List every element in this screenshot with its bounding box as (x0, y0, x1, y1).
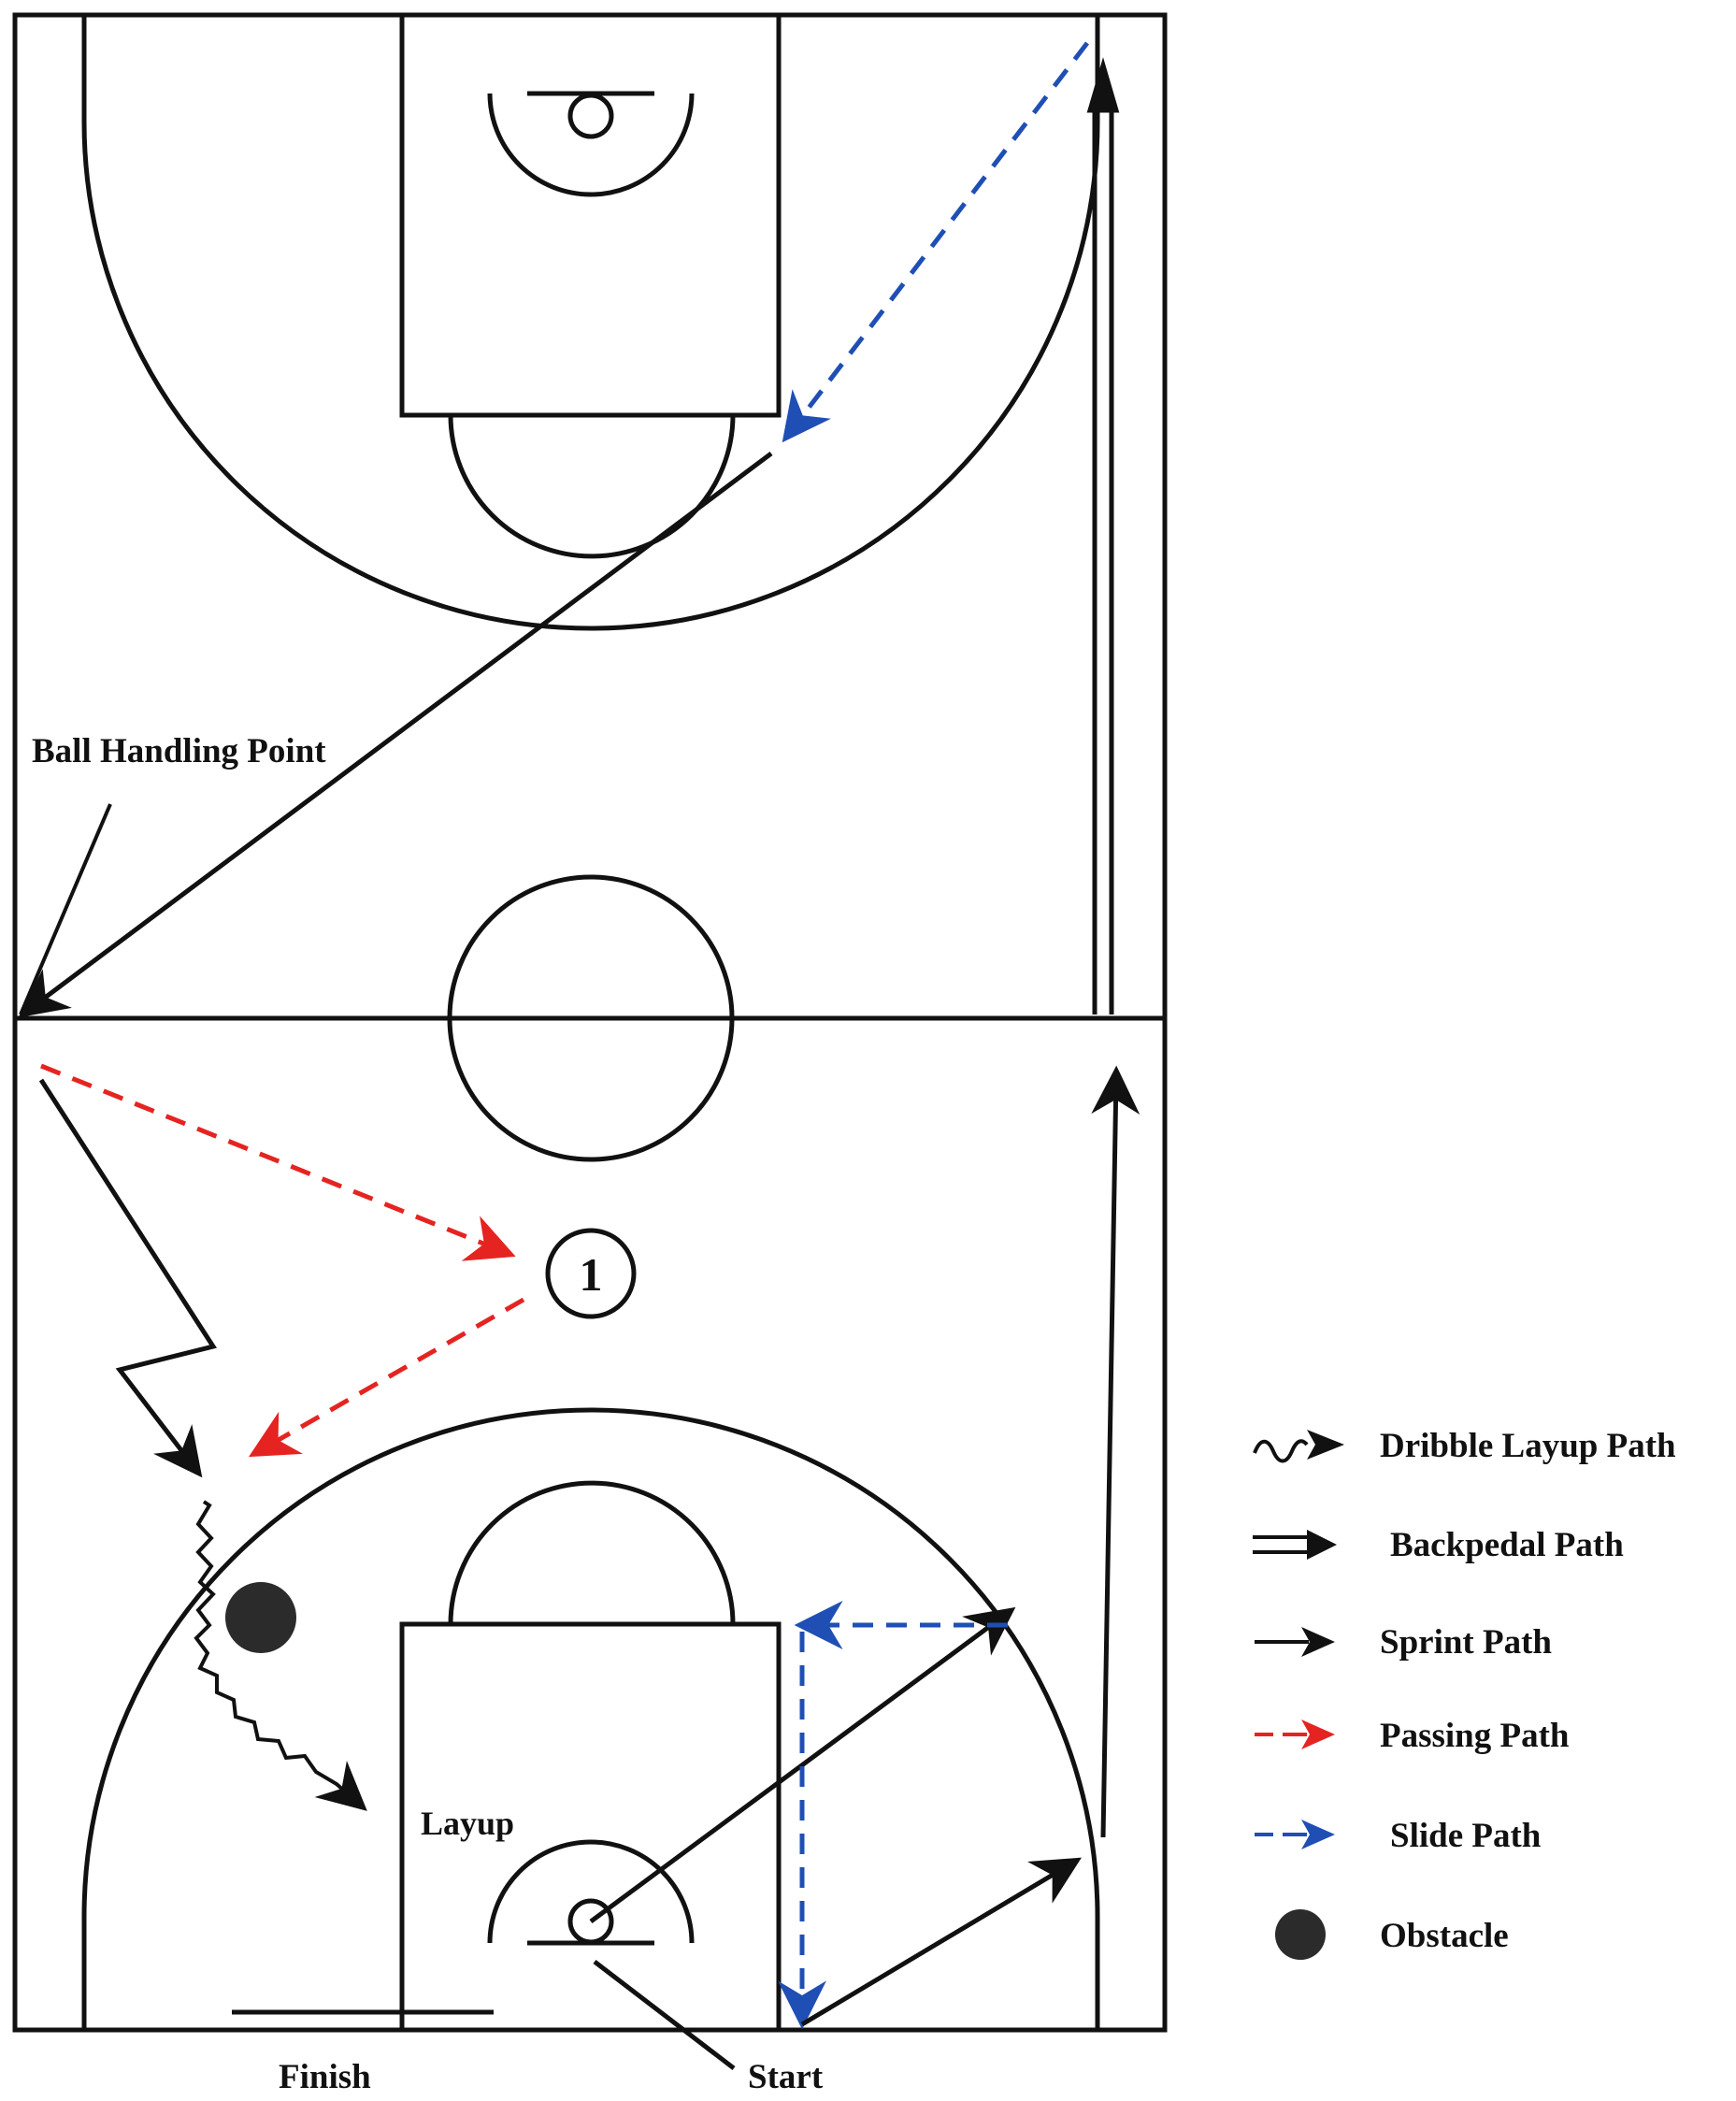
player-1-number: 1 (580, 1248, 603, 1301)
legend-dribble-icon (1253, 1430, 1344, 1463)
legend-backpedal-label: Backpedal Path (1390, 1526, 1624, 1564)
bottom-restricted-arc (487, 1839, 695, 1944)
legend-dribble-label: Dribble Layup Path (1380, 1427, 1676, 1465)
top-key (399, 12, 782, 418)
start-label: Start (748, 2058, 824, 2096)
legend: Dribble Layup Path Backpedal Path Sprint… (1253, 1427, 1676, 1960)
sprint-path-zigzag-cut (38, 1078, 217, 1478)
court-boundary (12, 12, 1168, 2033)
bottom-rim (567, 1898, 614, 1945)
bottom-free-throw-circle (448, 1480, 736, 1625)
legend-obstacle-icon (1275, 1909, 1326, 1960)
legend-backpedal-icon (1253, 1530, 1337, 1560)
center-circle (447, 874, 735, 1162)
sprint-path-rim-to-wing (589, 1606, 1016, 1924)
legend-passing-label: Passing Path (1380, 1717, 1570, 1755)
court (12, 12, 1168, 2033)
sprint-path-baseline-to-corner (800, 1857, 1082, 2027)
passing-path-to-player (40, 1063, 516, 1261)
layup-label: Layup (421, 1805, 514, 1842)
sprint-path-up-sideline (1091, 1065, 1141, 1838)
player-1-circle (545, 1228, 637, 1319)
bottom-key (399, 1621, 782, 2033)
ball-handling-point-label: Ball Handling Point (32, 732, 326, 770)
finish-label: Finish (279, 2058, 371, 2096)
legend-sprint-icon (1255, 1627, 1335, 1657)
legend-slide-icon (1255, 1820, 1335, 1849)
top-three-point-line (81, 15, 1100, 631)
ball-handling-pointer (19, 803, 112, 1015)
top-free-throw-circle (448, 414, 736, 559)
start-pointer (593, 1960, 736, 2070)
passing-path-return (248, 1297, 525, 1458)
legend-passing-icon (1255, 1720, 1335, 1749)
obstacle-marker (225, 1582, 296, 1653)
bottom-three-point-line (81, 1407, 1100, 2030)
dribble-layup-path (194, 1500, 367, 1811)
legend-sprint-label: Sprint Path (1380, 1623, 1552, 1662)
slide-path-corner-to-top-elbow (782, 41, 1089, 443)
top-restricted-arc (487, 93, 695, 197)
legend-slide-label: Slide Path (1390, 1817, 1542, 1855)
sprint-path-diagonal-to-ball-point (18, 451, 773, 1018)
legend-obstacle-label: Obstacle (1380, 1917, 1509, 1955)
backpedal-path (1086, 57, 1120, 1015)
top-rim (567, 93, 614, 139)
